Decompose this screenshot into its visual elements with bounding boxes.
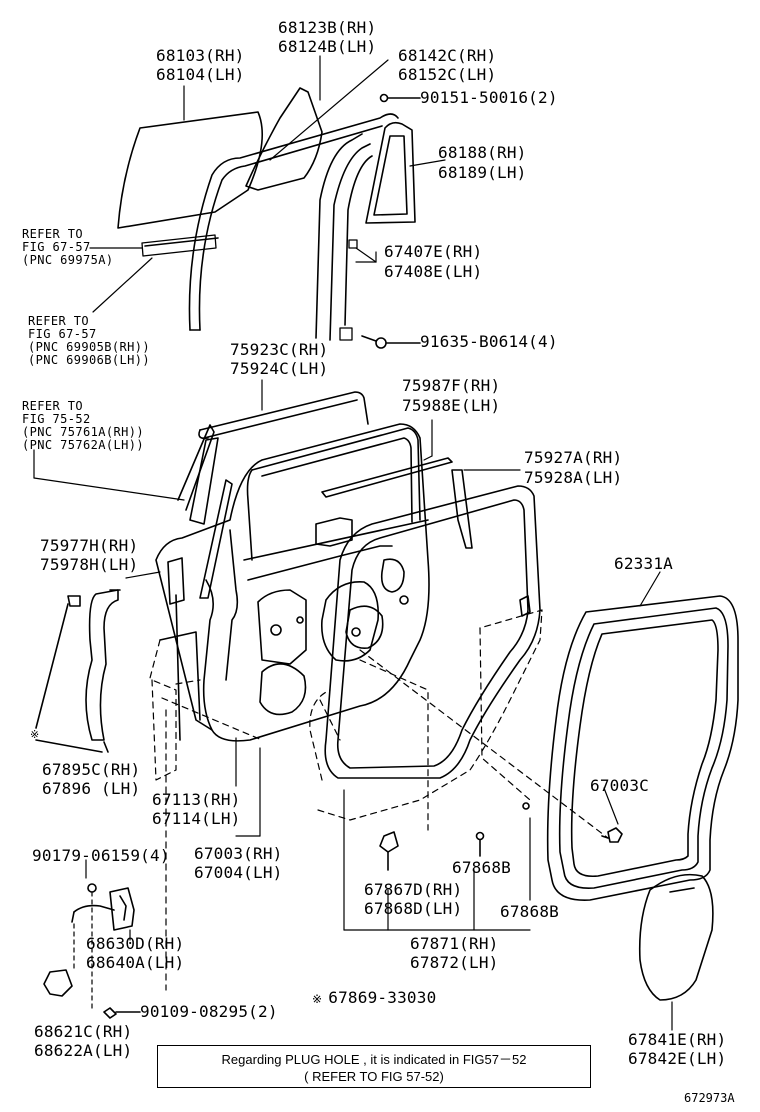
part-label-90151: 90151-50016(2) <box>420 88 558 107</box>
weatherstrip-outer-part <box>246 427 421 561</box>
door-glass-part <box>117 111 263 257</box>
part-label-67113: 67113(RH)67114(LH) <box>152 790 241 828</box>
part-label-67871: 67871(RH)67872(LH) <box>410 934 499 972</box>
weatherstrip-part <box>198 391 369 440</box>
asterisk-mark: ※ <box>30 728 39 741</box>
run-channel-part <box>188 113 399 331</box>
striker-icon <box>43 969 73 997</box>
door-weatherstrip-part <box>324 485 541 779</box>
part-label-75987f: 75987F(RH)75988E(LH) <box>402 376 501 415</box>
part-label-75923c: 75923C(RH)75924C(LH) <box>230 340 329 378</box>
part-label-67868b-lower: 67868B <box>500 902 559 921</box>
figure-number: 672973A <box>684 1091 735 1105</box>
door-shell-part <box>155 423 430 742</box>
part-label-75927a: 75927A(RH)75928A(LH) <box>524 448 623 487</box>
part-label-67868b-upper: 67868B <box>452 858 511 877</box>
part-label-75977h: 75977H(RH)75978H(LH) <box>40 536 139 574</box>
quarter-window-frame-part <box>365 121 416 224</box>
reference-note-3: REFER TO FIG 75-52 (PNC 75761A(RH)) (PNC… <box>22 399 144 452</box>
part-label-67003: 67003(RH)67004(LH) <box>194 844 283 882</box>
asterisk-mark: ※ <box>312 992 323 1006</box>
part-label-67869: ※67869-33030 <box>312 988 437 1007</box>
part-label-90179: 90179-06159(4) <box>32 846 170 865</box>
leader-lines <box>33 55 673 1031</box>
reference-note-2: REFER TO FIG 67-57 (PNC 69905B(RH)) (PNC… <box>28 314 150 367</box>
quarter-glass-part <box>245 87 323 191</box>
clip-icon <box>607 827 623 843</box>
part-label-67841e: 67841E(RH)67842E(LH) <box>628 1030 727 1068</box>
part-label-68123b: 68123B(RH)68124B(LH) <box>278 18 377 56</box>
service-hole-cover-part <box>638 873 714 1001</box>
screw-icon <box>103 1007 117 1019</box>
clip-icon <box>379 831 399 853</box>
part-label-62331a: 62331A <box>614 554 673 573</box>
part-label-68630d: 68630D(RH)68640A(LH) <box>86 934 185 972</box>
door-frame-garnish-part <box>177 424 233 599</box>
plug-hole-note: Regarding PLUG HOLE , it is indicated in… <box>157 1045 591 1088</box>
part-label-68621c: 68621C(RH)68622A(LH) <box>34 1022 133 1060</box>
part-label-67003c: 67003C <box>590 776 649 795</box>
cap-icon <box>67 595 81 607</box>
bolt-icon <box>87 883 97 893</box>
part-label-67867d: 67867D(RH)67868D(LH) <box>364 880 463 918</box>
belt-weatherstrip-part <box>321 457 473 549</box>
part-label-90109: 90109-08295(2) <box>140 1002 278 1021</box>
screw-icon <box>375 337 387 349</box>
screw-icon <box>379 93 389 103</box>
door-opening-weatherstrip-part <box>546 595 739 901</box>
door-outline-dashed <box>149 609 609 991</box>
part-label-68103: 68103(RH)68104(LH) <box>156 46 245 84</box>
door-check-bracket-part <box>85 589 121 753</box>
door-hinge-part <box>71 887 135 931</box>
note-line-2: ( REFER TO FIG 57-52) <box>304 1069 444 1084</box>
reference-note-1: REFER TO FIG 67-57 (PNC 69975A) <box>22 227 114 267</box>
note-line-1: Regarding PLUG HOLE , it is indicated in… <box>221 1052 527 1067</box>
division-bar-part <box>315 133 373 341</box>
part-label-68188: 68188(RH)68189(LH) <box>438 143 527 182</box>
part-label-68142c: 68142C(RH)68152C(LH) <box>398 46 497 84</box>
part-label-67895c: 67895C(RH)67896 (LH) <box>42 760 141 798</box>
plug-icon <box>522 802 530 810</box>
part-label-91635: 91635-B0614(4) <box>420 332 558 351</box>
part-label-67407e: 67407E(RH)67408E(LH) <box>384 242 483 281</box>
plug-icon <box>475 831 485 841</box>
